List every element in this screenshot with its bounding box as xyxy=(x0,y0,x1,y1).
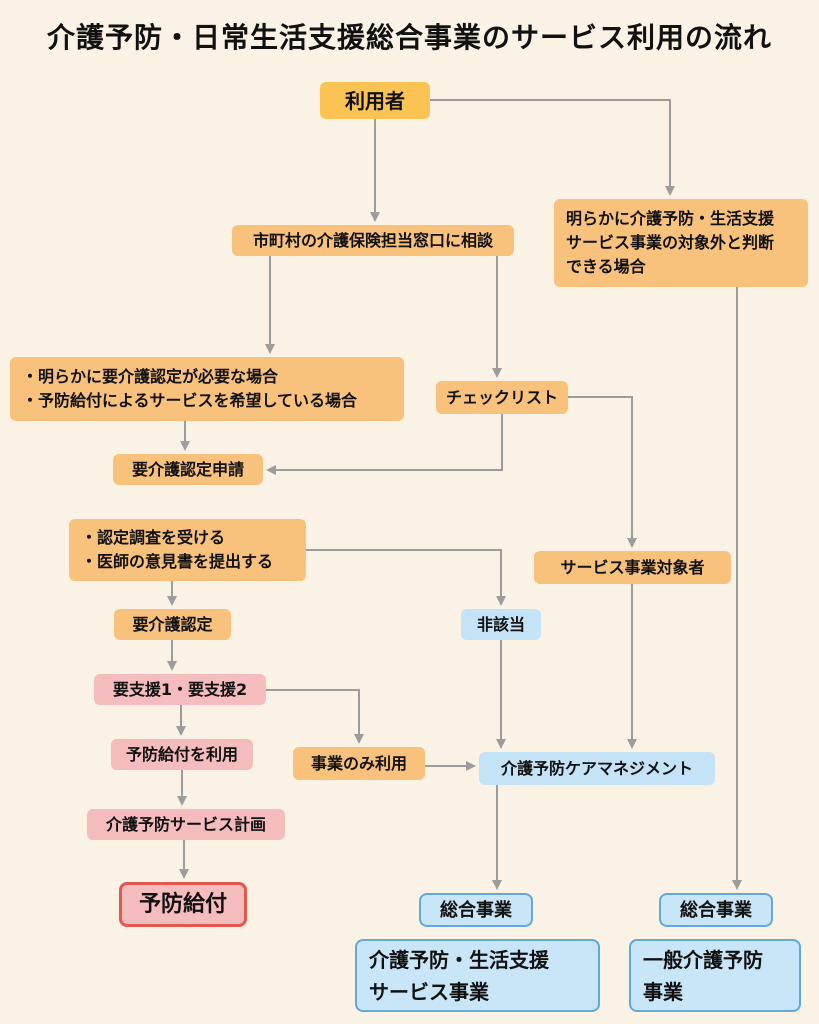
node-comprehensive-business-left: 総合事業 xyxy=(419,893,533,927)
node-checklist: チェックリスト xyxy=(436,381,568,414)
node-certification-application: 要介護認定申請 xyxy=(113,454,263,485)
node-general-prevention-business: 一般介護予防 事業 xyxy=(629,939,801,1012)
node-clearly-outside-scope: 明らかに介護予防・生活支援 サービス事業の対象外と判断 できる場合 xyxy=(554,199,808,287)
node-prevention-service-plan: 介護予防サービス計画 xyxy=(87,809,285,840)
node-consult-municipal-counter: 市町村の介護保険担当窓口に相談 xyxy=(232,225,514,256)
diagram-title: 介護予防・日常生活支援総合事業のサービス利用の流れ xyxy=(46,21,772,54)
arrow-user-to-clearly-outside xyxy=(430,99,675,196)
node-life-support-service-business: 介護予防・生活支援 サービス事業 xyxy=(355,939,600,1012)
node-survey-and-doctor-opinion: ・認定調査を受ける ・医師の意見書を提出する xyxy=(69,519,306,581)
arrow-survey-to-not-applicable xyxy=(306,549,506,606)
node-service-business-target: サービス事業対象者 xyxy=(534,551,731,584)
node-comprehensive-business-right: 総合事業 xyxy=(659,893,773,927)
node-care-certification: 要介護認定 xyxy=(114,609,231,640)
node-use-preventive-benefit: 予防給付を利用 xyxy=(111,739,253,770)
node-care-prevention-management: 介護予防ケアマネジメント xyxy=(479,752,715,785)
arrow-support-level-to-business-only xyxy=(266,689,364,744)
arrow-checklist-to-application xyxy=(266,414,503,475)
node-preventive-benefit: 予防給付 xyxy=(119,882,247,927)
node-needs-certification-cases: ・明らかに要介護認定が必要な場合 ・予防給付によるサービスを希望している場合 xyxy=(10,357,404,421)
node-not-applicable: 非該当 xyxy=(461,609,541,640)
arrow-checklist-to-service-target xyxy=(568,396,637,548)
node-support-level-1-2: 要支援1・要支援2 xyxy=(94,674,266,705)
node-user: 利用者 xyxy=(320,82,430,119)
node-business-only-use: 事業のみ利用 xyxy=(293,747,425,780)
